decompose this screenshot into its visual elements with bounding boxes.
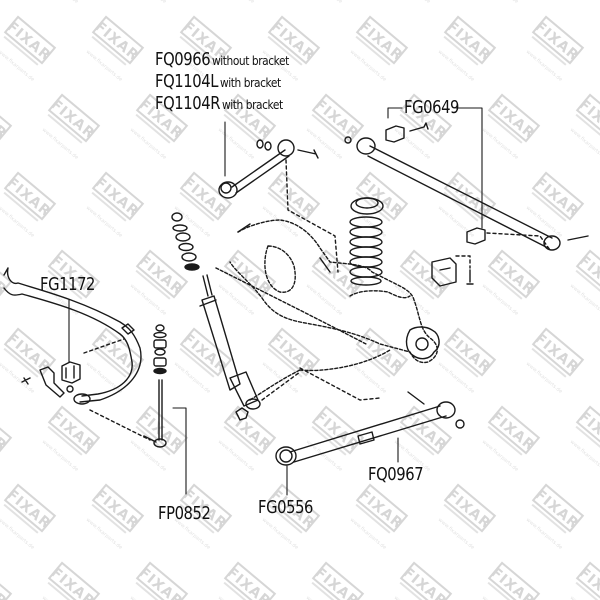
part-code: FG0556	[258, 497, 314, 518]
stabilizer-bushing	[21, 338, 125, 398]
callout-fg1172: FG1172	[40, 276, 107, 294]
leader-lines	[68, 107, 483, 496]
callout-fp0852: FP0852	[158, 505, 222, 523]
shock-absorber	[171, 212, 301, 421]
part-note: with bracket	[219, 75, 281, 90]
part-code: FG0649	[404, 97, 460, 118]
part-code: FQ0966	[155, 49, 211, 70]
part-note: with bracket	[222, 97, 284, 112]
lower-control-arm	[275, 367, 465, 466]
upper-control-arm	[218, 139, 339, 273]
callout-fq0967: FQ0967	[368, 466, 435, 484]
bump-stop	[431, 255, 474, 287]
part-code: FG1172	[40, 274, 96, 295]
upper-link	[344, 122, 589, 251]
callout-fg0649: FG0649	[404, 99, 471, 117]
stabilizer-link	[89, 324, 167, 448]
part-note: without bracket	[212, 53, 290, 68]
axle-flange	[237, 223, 440, 360]
part-code: FP0852	[158, 503, 211, 524]
coil-spring	[349, 197, 384, 286]
axle-housing	[215, 219, 438, 401]
part-code: FQ1104L	[155, 71, 219, 92]
part-code: FQ0967	[368, 464, 424, 485]
callout-fg0556: FG0556	[258, 499, 325, 517]
stabilizer-bar	[3, 267, 142, 405]
part-code: FQ1104R	[155, 93, 221, 114]
